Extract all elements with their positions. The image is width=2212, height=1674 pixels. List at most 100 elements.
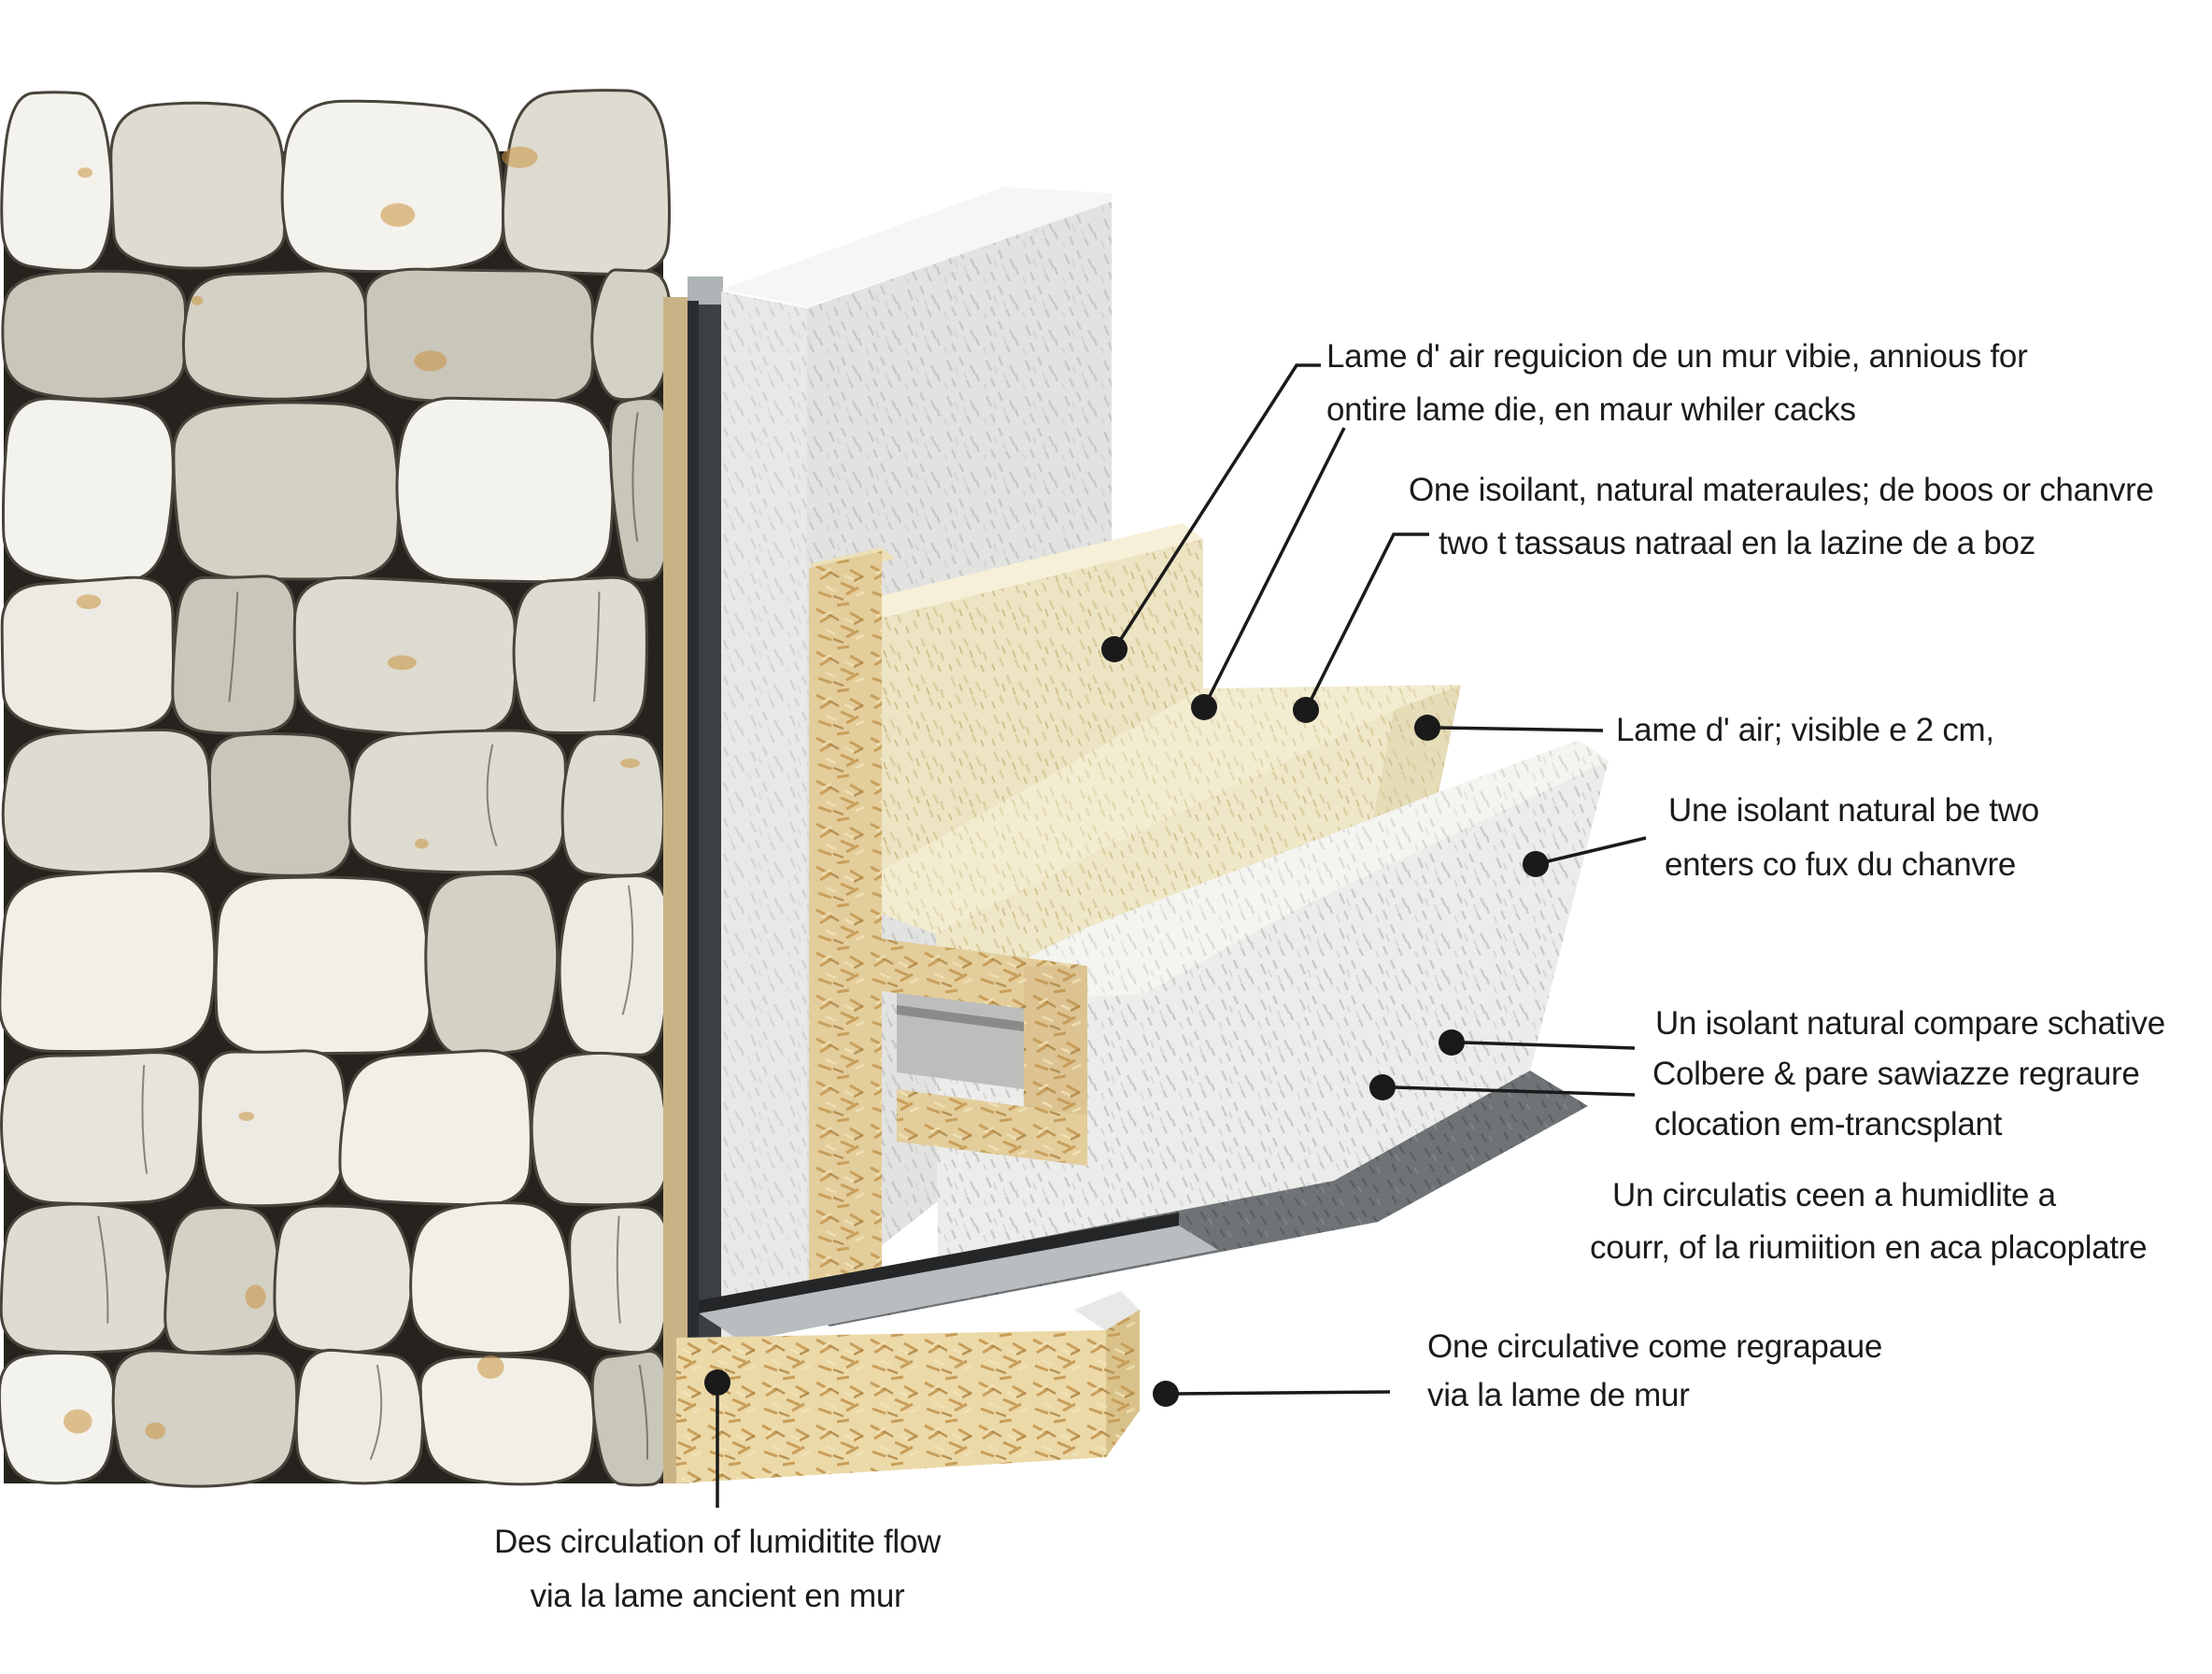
stone — [0, 1051, 202, 1206]
sill-board — [699, 1226, 1218, 1341]
stone — [590, 1350, 669, 1487]
leader-air-2cm — [1439, 726, 1604, 732]
stone-accent — [145, 1422, 166, 1440]
callout-dots — [704, 636, 1549, 1407]
dot-batten-1 — [1191, 694, 1217, 720]
stone-accent — [238, 1112, 255, 1121]
stone — [214, 875, 432, 1056]
stone — [1, 269, 188, 401]
wood-stud — [809, 547, 895, 1308]
stone-wall — [0, 89, 673, 1488]
callout-circ-bottom-line2: via la lame ancient en mur — [530, 1578, 905, 1614]
dot-batten-2 — [1293, 697, 1319, 723]
stone — [280, 99, 505, 274]
leader-lines — [716, 363, 1647, 1508]
callout-hemp-line2: enters co fux du chanvre — [1665, 846, 2017, 883]
stone — [560, 731, 666, 877]
leader-hemp — [1547, 836, 1647, 863]
stone — [395, 396, 615, 584]
callout-circ-bottom: Des circulation of lumiditite flow via l… — [484, 1515, 951, 1624]
stone — [558, 874, 670, 1057]
stone — [181, 269, 371, 401]
stone — [0, 1202, 171, 1355]
insulation-block-white — [936, 740, 1609, 1261]
dot-circ-wall — [1153, 1381, 1179, 1407]
stone — [590, 268, 673, 402]
stone-accent — [620, 759, 640, 768]
stone-crack — [593, 591, 601, 702]
callout-compare-line2: Colbere & pare sawiazze regraure — [1652, 1056, 2140, 1092]
callout-batten-line1: One isoilant, natural materaules; de boo… — [1409, 472, 2154, 508]
stone — [608, 397, 672, 582]
leader-batten-2 — [1304, 532, 1429, 711]
wood-bracket — [874, 938, 1087, 1166]
stone — [512, 575, 648, 735]
stone — [0, 1351, 116, 1485]
dot-air-2cm — [1414, 715, 1440, 741]
stone — [347, 729, 567, 874]
stone-accent — [380, 203, 416, 227]
dot-compare-2 — [1369, 1074, 1396, 1100]
stone — [273, 1204, 414, 1355]
damp-proof-strip — [699, 1213, 1179, 1315]
plywood-strip — [663, 297, 689, 1483]
base-plate — [676, 1291, 1141, 1483]
stone-crack — [631, 412, 639, 542]
callout-circ-wall-line2: via la lame de mur — [1427, 1377, 1690, 1413]
dot-compare-1 — [1439, 1029, 1465, 1056]
stone-crack — [638, 1364, 649, 1460]
stone-accent — [245, 1284, 266, 1309]
callout-hemp-line1: Une isolant natural be two — [1668, 792, 2039, 829]
stone — [109, 101, 287, 270]
stone — [111, 1349, 299, 1488]
stone-crack — [369, 1364, 383, 1460]
stone-crack — [486, 744, 498, 847]
stone-crack — [621, 885, 634, 1015]
stone-crack — [97, 1215, 109, 1324]
stone — [163, 1206, 281, 1355]
stone — [409, 1201, 573, 1355]
stone-accent — [78, 167, 93, 178]
callout-air-gap-top-line1: Lame d' air reguicion de un mur vibie, a… — [1326, 338, 2028, 375]
callout-compare-line1: Un isolant natural compare schative — [1655, 1005, 2165, 1042]
stone — [172, 401, 401, 581]
stone-crack — [616, 1215, 621, 1324]
stone-accent — [76, 594, 102, 609]
callout-circ-bottom-line1: Des circulation of lumiditite flow — [493, 1524, 942, 1560]
stone-crack — [141, 1065, 149, 1174]
insulation-shelf — [835, 685, 1461, 1005]
dot-circ-bottom — [704, 1369, 730, 1396]
stone — [0, 91, 114, 273]
stone-accent — [415, 838, 429, 849]
stone-accent — [387, 655, 417, 671]
callout-circ-wall-line1: One circulative come regrapaue — [1427, 1328, 1883, 1365]
stone-accent — [64, 1409, 92, 1434]
stone — [363, 267, 595, 404]
stone — [338, 1049, 532, 1207]
stone-accent — [477, 1355, 504, 1379]
leader-compare-2 — [1394, 1085, 1636, 1097]
stone — [1, 397, 175, 584]
callout-humidity-line1: Un circulatis ceen a humidlite a — [1612, 1177, 2056, 1213]
dot-air-gap-top — [1101, 636, 1127, 662]
stone — [418, 1355, 596, 1486]
stone — [294, 1348, 424, 1485]
stone — [1, 728, 213, 874]
callout-air-gap-top-line2: ontire lame die, en maur whiler cacks — [1326, 391, 1856, 428]
stone — [207, 732, 355, 877]
callout-humidity-line2: courr, of la riumiition en aca placoplat… — [1590, 1229, 2148, 1266]
callout-compare-line3: clocation em-trancsplant — [1654, 1106, 2003, 1142]
stone — [424, 872, 560, 1057]
stone-crack — [228, 591, 239, 702]
stone-accent — [191, 295, 204, 305]
leader-compare-1 — [1463, 1041, 1636, 1050]
callout-air-2cm: Lame d' air; visible e 2 cm, — [1616, 712, 1994, 748]
stone — [530, 1051, 669, 1207]
leader-air-gap-top — [1113, 363, 1321, 650]
stone — [199, 1049, 347, 1208]
callout-batten-line2: two t tassaus natraal en la lazine de a … — [1439, 525, 2035, 561]
stone-accent — [502, 146, 538, 168]
stone-accent — [414, 350, 447, 372]
